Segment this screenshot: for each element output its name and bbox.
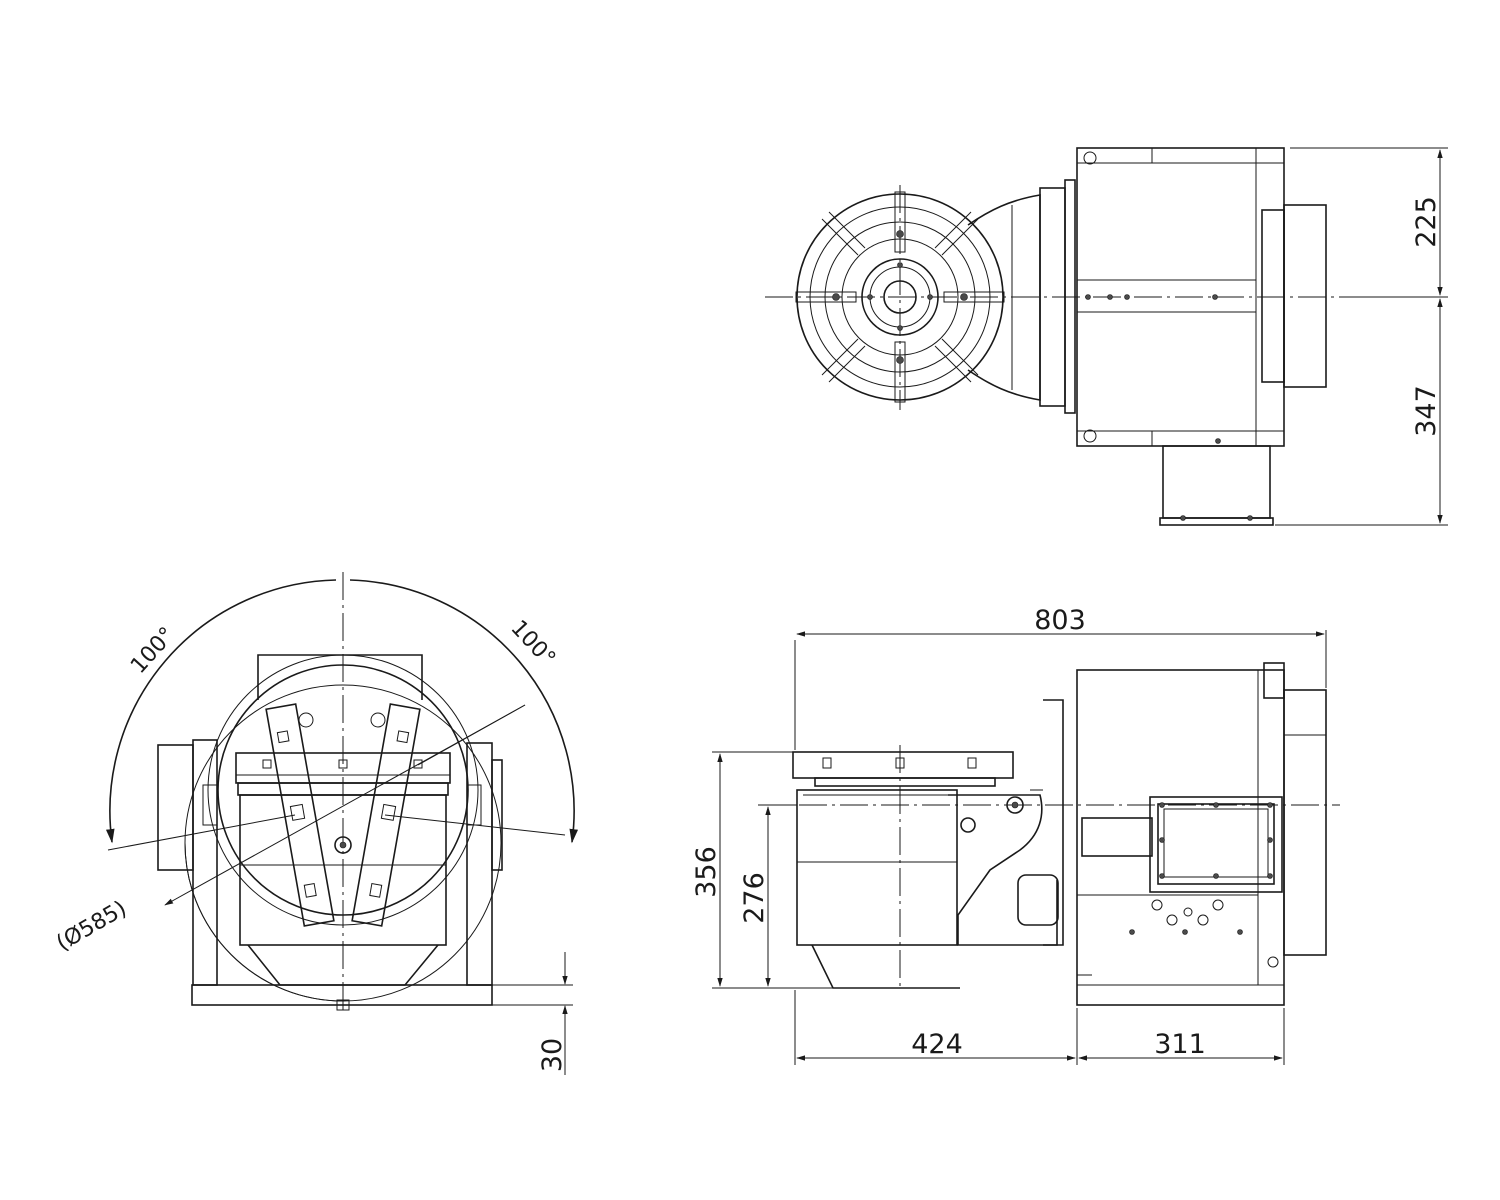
tilt-right-angle: 100° [506,616,560,672]
dim-height-total: 356 [691,846,722,898]
dim-length-table: 424 [911,1029,963,1060]
dim-height-center: 276 [739,872,770,924]
tilt-left-angle: 100° [126,623,180,679]
top-view: 225 347 [765,147,1448,526]
front-view: 100° 100° [52,572,579,1075]
dim-width-overall: 803 [1034,605,1086,636]
side-view: 803 424 311 356 276 [691,605,1340,1065]
dim-top-upper: 225 [1411,196,1442,248]
dim-base-offset: 30 [537,1038,568,1072]
swing-diameter: (Ø585) [52,896,131,956]
dim-length-body: 311 [1154,1029,1206,1060]
dim-top-lower: 347 [1411,385,1442,437]
